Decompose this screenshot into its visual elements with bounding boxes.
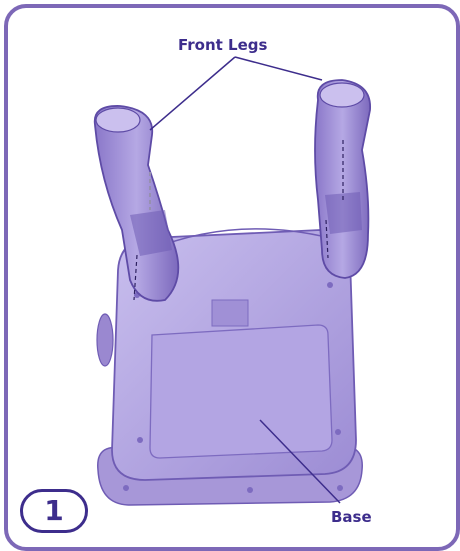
front-legs-label: Front Legs xyxy=(178,36,267,54)
front-leg-left xyxy=(95,106,179,301)
step-number-badge: 1 xyxy=(20,489,88,533)
base-label: Base xyxy=(331,508,372,526)
front-legs-leader-left xyxy=(150,57,235,130)
front-legs-leader-right xyxy=(235,57,322,80)
step-number: 1 xyxy=(44,497,63,525)
